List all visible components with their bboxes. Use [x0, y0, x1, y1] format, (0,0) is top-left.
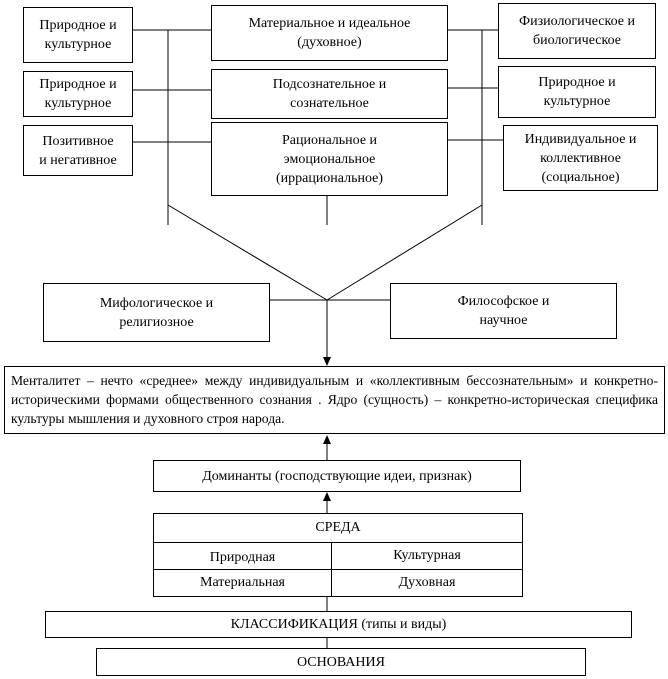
- arrowhead-to-definition: [323, 357, 331, 366]
- box-foundations: ОСНОВАНИЯ: [96, 648, 586, 676]
- environment-natural: Природная: [154, 543, 331, 570]
- box-physiological-biological: Физиологическое и биологическое: [498, 3, 656, 59]
- box-classification: КЛАССИФИКАЦИЯ (типы и виды): [45, 611, 632, 638]
- box-philosophical-scientific: Философское и научное: [390, 283, 617, 339]
- box-natural-cultural-3: Природное и культурное: [498, 66, 656, 118]
- box-mythological-religious: Мифологическое и религиозное: [43, 283, 270, 342]
- box-natural-cultural-2: Природное и культурное: [23, 71, 133, 117]
- environment-table: СРЕДА Природная Материальная Культурная …: [153, 513, 523, 597]
- environment-spiritual: Духовная: [331, 570, 522, 596]
- mentality-definition: Менталитет – нечто «среднее» между индив…: [4, 366, 665, 434]
- environment-title: СРЕДА: [154, 514, 522, 543]
- box-natural-cultural-1: Природное и культурное: [23, 7, 133, 63]
- arrowhead-dominants: [323, 435, 331, 444]
- box-individual-collective: Индивидуальное и коллективное (социально…: [503, 125, 658, 191]
- box-material-ideal: Материальное и идеальное (духовное): [211, 5, 448, 61]
- box-subconscious-conscious: Подсознательное и сознательное: [211, 69, 448, 119]
- box-dominants: Доминанты (господствующие идеи, признак): [153, 460, 521, 492]
- environment-cultural: Культурная: [331, 543, 522, 570]
- converge-right-line: [326, 204, 483, 301]
- environment-material: Материальная: [154, 570, 331, 596]
- box-positive-negative: Позитивное и негативное: [23, 125, 133, 176]
- converge-left-line: [167, 204, 328, 301]
- arrowhead-environment: [323, 492, 331, 501]
- box-rational-emotional: Рациональное и эмоциональное (иррационал…: [211, 122, 448, 196]
